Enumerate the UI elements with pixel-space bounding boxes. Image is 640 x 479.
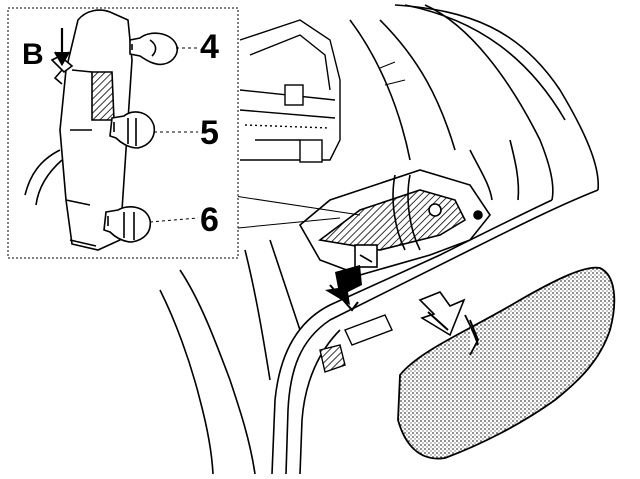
leader-lines: [227, 61, 406, 229]
car-silhouette: [239, 19, 341, 163]
inset-leaders: [149, 47, 199, 223]
tailgate-body: [159, 4, 600, 475]
bulb-icon: [129, 32, 179, 66]
down-arrow-icon: [54, 28, 70, 67]
bulb-icon: [109, 111, 156, 149]
label-6: 6: [200, 201, 219, 239]
bulb-icon: [103, 206, 152, 243]
lamp-lens: [397, 266, 616, 460]
label-5: 5: [200, 114, 219, 152]
label-4: 4: [200, 28, 219, 66]
label-b: B: [22, 38, 44, 71]
clip: [319, 314, 393, 373]
direction-arrow-icon: [418, 291, 466, 337]
direction-arrow-icon: [325, 265, 362, 312]
lamp-housing: [298, 169, 491, 276]
